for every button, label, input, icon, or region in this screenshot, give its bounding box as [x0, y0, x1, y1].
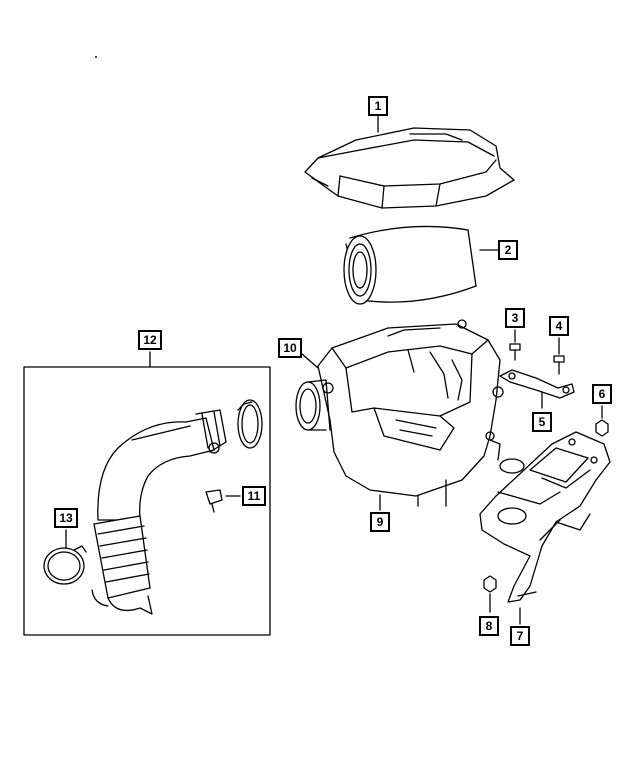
leader-line-10	[301, 353, 319, 369]
callout-10: 10	[278, 338, 302, 358]
callout-9: 9	[370, 512, 390, 532]
callout-3: 3	[505, 308, 525, 328]
nut-part-6	[595, 419, 609, 437]
mounting-tray-part-7	[479, 431, 611, 603]
callout-1: 1	[368, 96, 388, 116]
callout-12: 12	[138, 330, 162, 350]
air-cleaner-cover-part-1	[304, 127, 515, 209]
hose-clamp-part-13	[43, 545, 87, 585]
nut-part-8	[483, 575, 497, 593]
callout-4: 4	[549, 316, 569, 336]
callout-7: 7	[510, 626, 530, 646]
sensor-part-11	[205, 489, 223, 513]
inlet-seal-part-10	[295, 379, 331, 431]
air-filter-element-part-2	[343, 225, 477, 305]
callout-8: 8	[479, 616, 499, 636]
hose-clamp-upper	[237, 399, 263, 449]
air-cleaner-housing-part-9	[317, 319, 504, 507]
callout-11: 11	[242, 486, 266, 506]
kit-frame-part-12	[23, 366, 271, 636]
callout-6: 6	[592, 384, 612, 404]
bracket-part-5	[499, 369, 575, 399]
callout-13: 13	[54, 508, 78, 528]
intake-hose	[91, 409, 227, 615]
callout-5: 5	[532, 412, 552, 432]
bolt-part-3	[509, 343, 521, 361]
bolt-part-4	[553, 355, 565, 375]
reference-dot	[95, 56, 97, 58]
callout-2: 2	[498, 240, 518, 260]
